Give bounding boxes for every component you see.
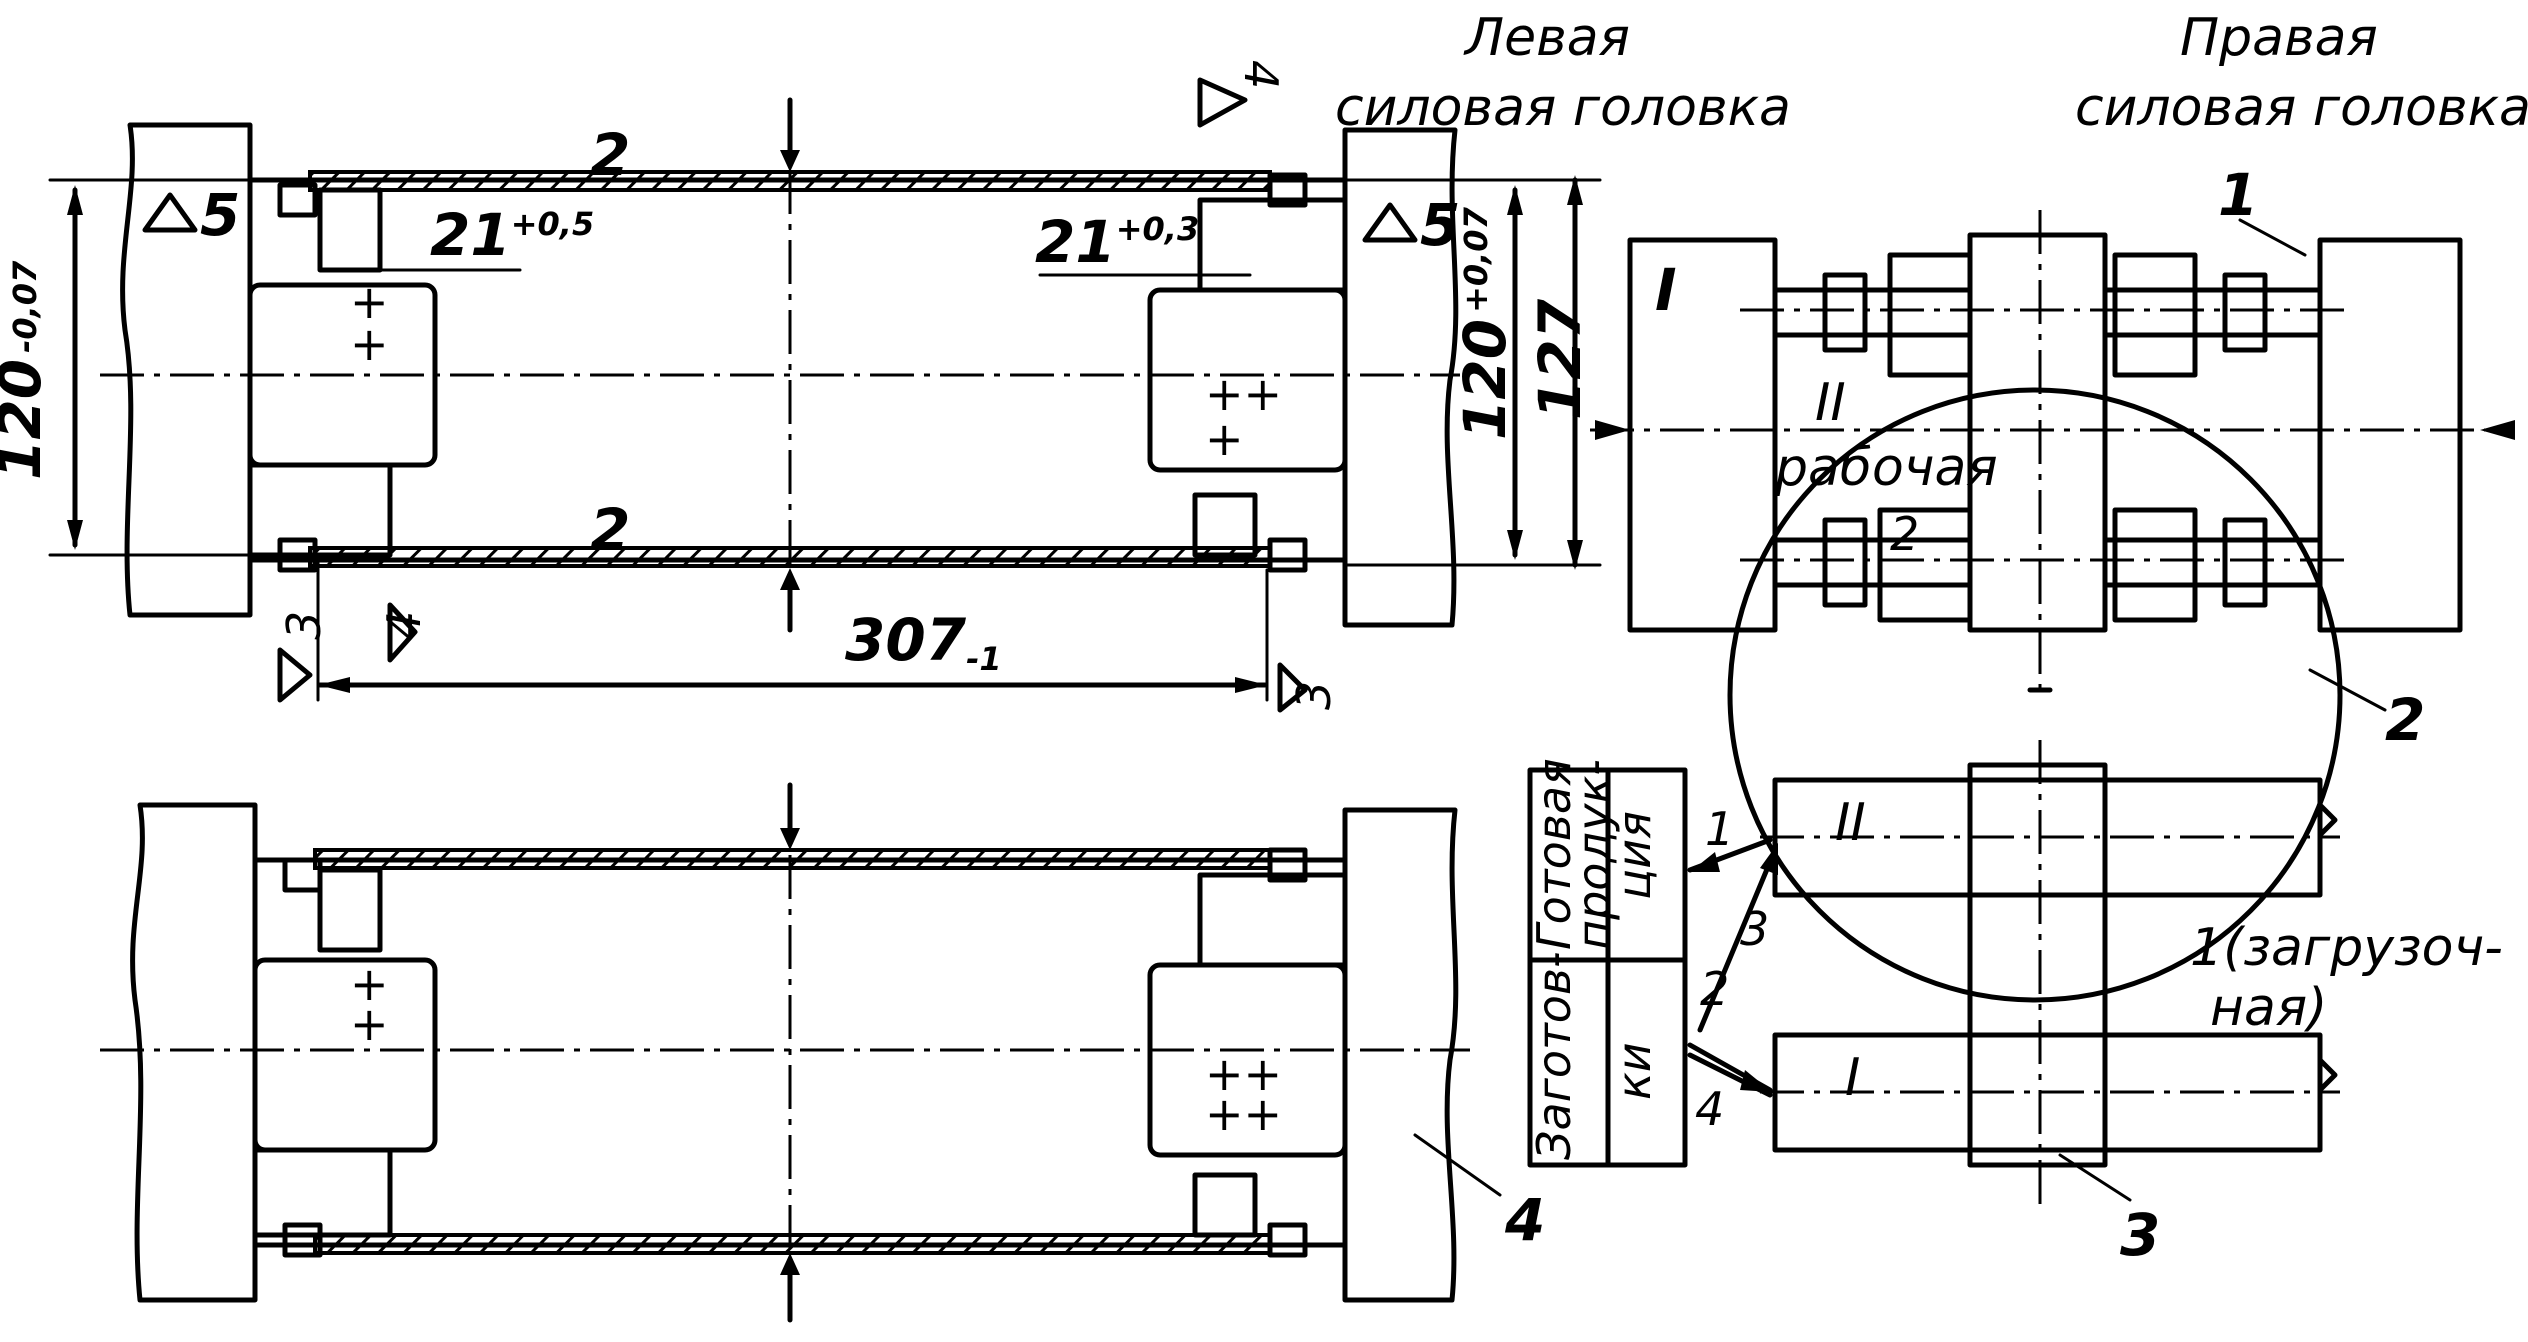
callout-4: 4 <box>1504 1186 1545 1254</box>
arrow-3: 3 <box>1740 902 1769 956</box>
left-head-title-1: Левая <box>1463 8 1630 68</box>
svg-text:++: ++ <box>1205 1087 1282 1141</box>
right-flange-bottom <box>1342 807 1459 1303</box>
finished-label-3: ция <box>1607 811 1661 900</box>
dim-127: 127 <box>1526 298 1594 420</box>
svg-text:+: + <box>350 997 389 1051</box>
loading-label-2: ная) <box>2210 978 2327 1038</box>
blanks-label-1: Заготов- <box>1527 951 1581 1160</box>
position-ii-label: II <box>1815 373 1846 433</box>
workpiece-ii-label: II <box>1835 793 1866 853</box>
finish-5-right: 5 <box>1420 191 1460 259</box>
central-table-upper <box>1967 232 2108 633</box>
top-assembly: + + ++ + 120-0,07 120+0,07 127 307-1 <box>0 60 1602 713</box>
central-table-lower <box>1967 762 2108 1168</box>
left-spindle-bottom <box>252 957 438 1153</box>
callout-2-bottom: 2 <box>590 496 630 564</box>
dim-120-minus: 120-0,07 <box>0 260 54 480</box>
callout-1: 1 <box>2218 161 2258 229</box>
svg-text:+: + <box>350 317 389 371</box>
left-flange-top <box>120 122 253 618</box>
dim-120-plus: 120+0,07 <box>1451 206 1519 440</box>
arrow-1: 1 <box>1705 802 1734 856</box>
arrow-4: 4 <box>1695 1082 1724 1136</box>
finish-4-bottom: 4 <box>377 611 431 640</box>
loading-label-1: 1(загрузоч- <box>2190 918 2503 978</box>
callout-2-small: 2 <box>1890 507 1919 561</box>
right-head-title-2: силовая головка <box>2075 78 2528 138</box>
svg-text:++: ++ <box>1205 1047 1282 1101</box>
callout-2-top: 2 <box>590 121 630 189</box>
svg-text:+: + <box>350 957 389 1011</box>
left-head-title-2: силовая головка <box>1335 78 1791 138</box>
finish-4-top: 4 <box>1234 60 1288 89</box>
rotary-table-circle <box>1727 387 2343 1003</box>
finish-5-left: 5 <box>200 181 240 249</box>
dim-21-right: 21+0,3 <box>1035 208 1199 276</box>
block-label-i: I <box>1655 256 1677 324</box>
left-flange-bottom <box>130 802 258 1303</box>
finished-label-1: Готовая <box>1527 758 1581 950</box>
finish-3-left: 3 <box>277 611 331 640</box>
callout-2: 2 <box>2385 686 2425 754</box>
schematic: Левая силовая головка Правая силовая гол… <box>1335 8 2528 1269</box>
svg-text:+: + <box>1205 412 1244 466</box>
callout-3: 3 <box>2120 1201 2160 1269</box>
right-head-title-1: Правая <box>2180 8 2378 68</box>
dim-307: 307-1 <box>845 606 1002 678</box>
blanks-label-2: ки <box>1607 1042 1661 1100</box>
right-flange-top <box>1342 127 1459 628</box>
svg-text:+: + <box>350 275 389 329</box>
bottom-assembly: + + ++ ++ 4 <box>100 782 1545 1323</box>
left-power-head <box>1627 237 1778 633</box>
workpiece-i-label: I <box>1845 1048 1860 1108</box>
dim-21-left: 21+0,5 <box>430 201 594 269</box>
right-power-head <box>2317 237 2463 633</box>
finish-3-right: 3 <box>1287 681 1341 710</box>
finished-label-2: продук- <box>1567 759 1621 950</box>
